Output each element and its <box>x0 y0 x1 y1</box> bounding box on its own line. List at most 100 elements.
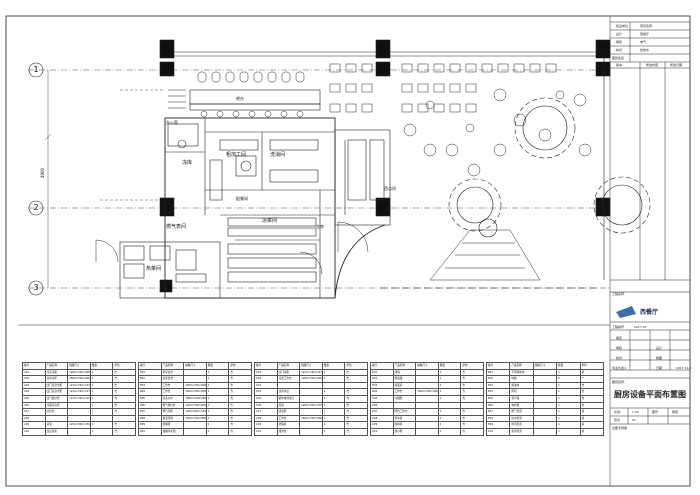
cell: E08 <box>485 414 511 423</box>
cell: 油烟净化器 <box>160 427 185 436</box>
cell: 项 <box>579 368 605 377</box>
cell: C10 <box>254 427 278 436</box>
cell: 制冰机 <box>392 414 417 423</box>
col-header: 单位 <box>579 362 605 370</box>
cell: C05 <box>254 394 278 403</box>
cell: 1 <box>321 427 346 436</box>
cell <box>415 408 439 416</box>
cell: 1200×700×800 <box>67 368 91 377</box>
cell: 1 <box>437 388 462 396</box>
tb-design-no: 2017-03 <box>634 325 647 329</box>
col-header: 数量 <box>205 362 230 370</box>
cell: A09 <box>22 421 46 429</box>
cell <box>415 375 439 383</box>
cell: D01 <box>370 368 394 377</box>
cell <box>532 375 558 383</box>
cell: 台 <box>344 427 368 436</box>
tb-sign-value: 日期 <box>656 366 663 370</box>
cell: C08 <box>254 414 278 423</box>
room-label-gas-meter: 燃气表间 <box>166 224 187 230</box>
cell: C01 <box>254 368 278 377</box>
cell: D05 <box>370 394 394 403</box>
cell: 1800×1000×800 <box>183 394 207 403</box>
cell: 工作台 <box>276 414 301 423</box>
cell <box>415 381 439 390</box>
cell <box>183 368 207 377</box>
cell: 台 <box>112 375 136 383</box>
col-header: 规格尺寸 <box>299 362 323 370</box>
cell <box>532 408 558 416</box>
cell: B08 <box>138 414 162 423</box>
cell: 台 <box>228 427 252 436</box>
cell: 货架 <box>44 421 69 429</box>
cell: 台 <box>228 408 252 416</box>
tb-page-label: 页次 <box>614 418 621 422</box>
cell: 1 <box>321 368 346 377</box>
cell: 个 <box>579 375 605 383</box>
cell: 冷冻冰箱 <box>44 368 69 377</box>
cell: 1 <box>89 368 114 377</box>
col-header: 产品名称 <box>509 362 534 370</box>
col-header: 数量 <box>437 362 462 370</box>
cell: 1 <box>556 421 581 429</box>
cell: 台 <box>460 421 484 429</box>
col-header: 数量 <box>89 362 114 370</box>
cell: 层架 <box>276 401 301 410</box>
cell: 1 <box>556 394 581 403</box>
cell: D07 <box>370 408 394 416</box>
cell <box>183 421 207 429</box>
cell: 新风管道 <box>509 427 534 436</box>
cell: E09 <box>485 421 511 429</box>
cell: 台 <box>228 381 252 390</box>
cell: 1 <box>556 401 581 410</box>
tb-row-value: 西餐厅 <box>640 32 650 36</box>
cell: 1 <box>437 408 462 416</box>
cell <box>532 388 558 396</box>
col-header: 编号 <box>485 362 511 370</box>
col-header: 单位 <box>344 362 368 370</box>
cell <box>276 381 301 390</box>
cell <box>532 381 558 390</box>
cell: E01 <box>485 368 511 377</box>
cell: 台 <box>579 388 605 396</box>
cell <box>321 381 346 390</box>
table-row: D06 <box>370 401 484 410</box>
cell <box>415 401 439 410</box>
cell: 1 <box>321 375 346 383</box>
cell: 四门冰箱 <box>276 368 301 377</box>
tb-project-label: 工程名称: <box>612 292 626 296</box>
cell: 双头炒炉 <box>160 394 185 403</box>
cell: 项 <box>579 427 605 436</box>
cell: A01 <box>22 368 46 377</box>
tb-design-no-label: 工程编号 <box>612 325 625 329</box>
cell: 1500×700×800 <box>415 388 439 396</box>
tb-revision-col: 版本 <box>616 63 623 67</box>
cell: 台 <box>228 375 252 383</box>
cell: E03 <box>485 381 511 390</box>
cell: D04 <box>370 388 394 396</box>
cell <box>183 427 207 436</box>
cell: B01 <box>138 368 162 377</box>
cell: D09 <box>370 421 394 429</box>
cell: 1 <box>321 408 346 416</box>
cell: 1210×760×1970 <box>67 381 91 390</box>
cell <box>67 414 91 423</box>
cell: 燃气蒸柜 <box>160 408 185 416</box>
cell: B06 <box>138 401 162 410</box>
cell: 1 <box>89 375 114 383</box>
cell: A08 <box>22 414 46 423</box>
title-block: 建设单位 项目名称 设计 西餐厅 审核 电气 校对 给排水 图纸会签 版本 修改… <box>610 16 691 486</box>
cell <box>344 381 368 390</box>
